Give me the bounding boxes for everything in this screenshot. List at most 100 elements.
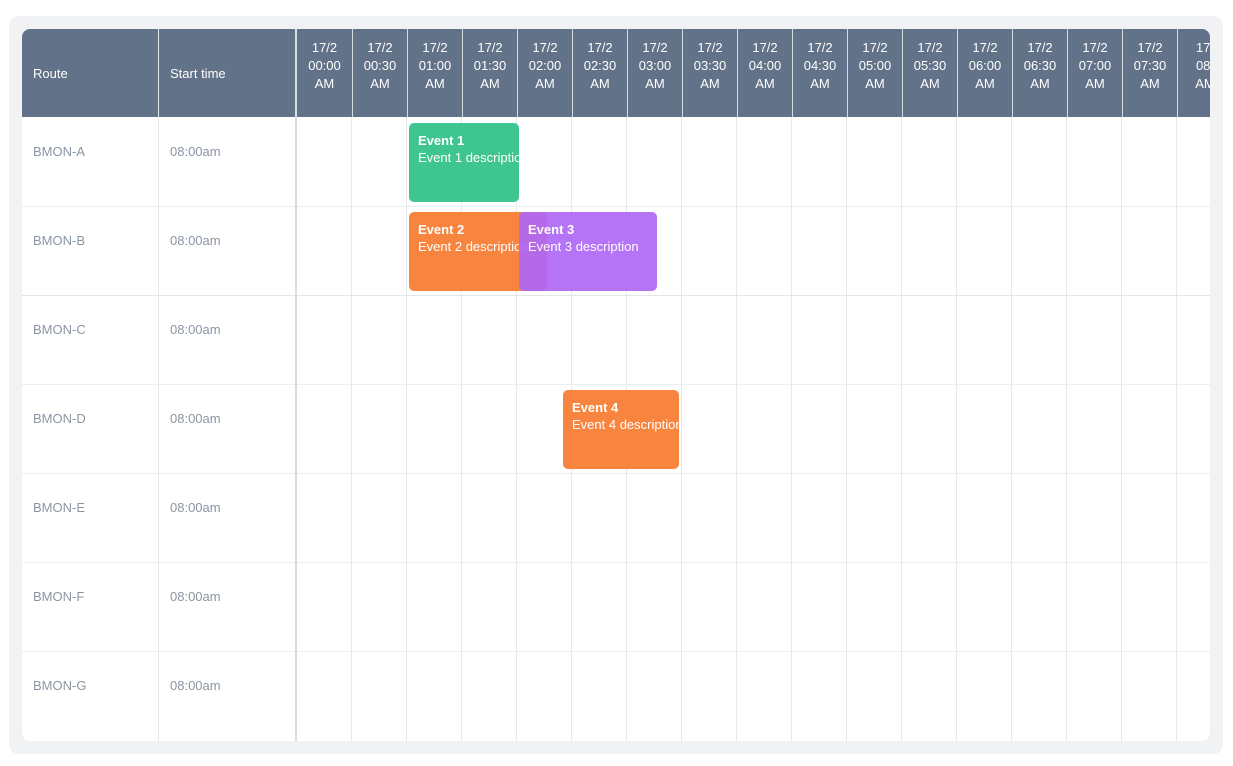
grid-row-line	[22, 651, 1210, 652]
route-start-time: 08:00am	[170, 233, 221, 248]
time-column-date: 17/2	[807, 40, 833, 55]
time-column-time: 02:30	[583, 58, 617, 73]
time-column-date: 17/2	[642, 40, 668, 55]
grid-column-line	[901, 117, 902, 741]
time-column-header[interactable]: 17/08:AM	[1177, 29, 1210, 117]
route-row[interactable]: BMON-F 08:00am	[22, 562, 1210, 651]
time-column-ampm: AM	[700, 76, 720, 91]
time-column-ampm: AM	[590, 76, 610, 91]
time-column-date: 17/2	[972, 40, 998, 55]
time-column-time: 00:30	[363, 58, 397, 73]
grid-column-line	[956, 117, 957, 741]
time-column-ampm: AM	[425, 76, 445, 91]
time-column-time: 06:30	[1023, 58, 1057, 73]
time-column-ampm: AM	[975, 76, 995, 91]
time-column-date: 17/2	[697, 40, 723, 55]
grid-column-line	[158, 117, 159, 741]
grid-column-line	[351, 117, 352, 741]
route-name: BMON-A	[33, 144, 85, 159]
start-time-column-header[interactable]: Start time	[170, 65, 226, 81]
time-column-date: 17/2	[367, 40, 393, 55]
route-name: BMON-F	[33, 589, 85, 604]
time-column-date: 17/	[1195, 40, 1210, 55]
grid-row-line	[22, 384, 1210, 385]
time-column-time: 03:00	[638, 58, 672, 73]
event-description: Event 1 description	[418, 150, 519, 165]
time-column-ampm: AM	[865, 76, 885, 91]
grid-column-line	[461, 117, 462, 741]
time-column-time: 00:00	[308, 58, 341, 73]
route-name: BMON-D	[33, 411, 86, 426]
event-card-1[interactable]: Event 1 Event 1 description	[409, 123, 519, 202]
time-column-ampm: AM	[1140, 76, 1160, 91]
time-column-time: 03:30	[693, 58, 727, 73]
grid-column-line	[1121, 117, 1122, 741]
route-name: BMON-C	[33, 322, 86, 337]
time-column-time: 08:	[1195, 58, 1210, 73]
time-column-time: 05:00	[858, 58, 892, 73]
time-column-ampm: AM	[920, 76, 940, 91]
time-column-time: 05:30	[913, 58, 947, 73]
time-column-time: 04:00	[748, 58, 782, 73]
time-column-ampm: AM	[755, 76, 775, 91]
event-description: Event 3 description	[528, 239, 639, 254]
event-title: Event 4	[572, 400, 619, 415]
time-column-ampm: AM	[645, 76, 665, 91]
event-card-3[interactable]: Event 3 Event 3 description	[519, 212, 657, 291]
time-column-date: 17/2	[752, 40, 778, 55]
time-column-date: 17/2	[477, 40, 503, 55]
grid-row-line	[22, 206, 1210, 207]
event-title: Event 1	[418, 133, 465, 148]
route-start-time: 08:00am	[170, 500, 221, 515]
event-description: Event 2 description	[418, 239, 529, 254]
event-card-4[interactable]: Event 4 Event 4 description	[563, 390, 679, 469]
frozen-column-divider	[295, 29, 297, 741]
time-column-ampm: AM	[535, 76, 555, 91]
time-column-date: 17/2	[917, 40, 943, 55]
time-column-ampm: AM	[810, 76, 830, 91]
grid-column-line	[516, 117, 517, 741]
time-column-date: 17/2	[1027, 40, 1053, 55]
time-column-ampm: AM	[480, 76, 500, 91]
grid-column-line	[791, 117, 792, 741]
time-column-time: 01:30	[473, 58, 507, 73]
time-column-time: 06:00	[968, 58, 1002, 73]
grid-column-line	[406, 117, 407, 741]
time-column-date: 17/2	[311, 40, 338, 55]
time-column-date: 17/2	[1082, 40, 1108, 55]
event-title: Event 3	[528, 222, 575, 237]
time-column-ampm: AM	[314, 76, 335, 91]
time-column-time: 01:00	[418, 58, 452, 73]
route-column-header[interactable]: Route	[33, 65, 68, 81]
route-start-time: 08:00am	[170, 589, 221, 604]
time-column-time: 07:30	[1133, 58, 1167, 73]
time-column-date: 17/2	[1137, 40, 1163, 55]
time-column-date: 17/2	[862, 40, 888, 55]
time-column-ampm: AM	[370, 76, 390, 91]
time-column-date: 17/2	[422, 40, 448, 55]
time-column-date: 17/2	[532, 40, 558, 55]
